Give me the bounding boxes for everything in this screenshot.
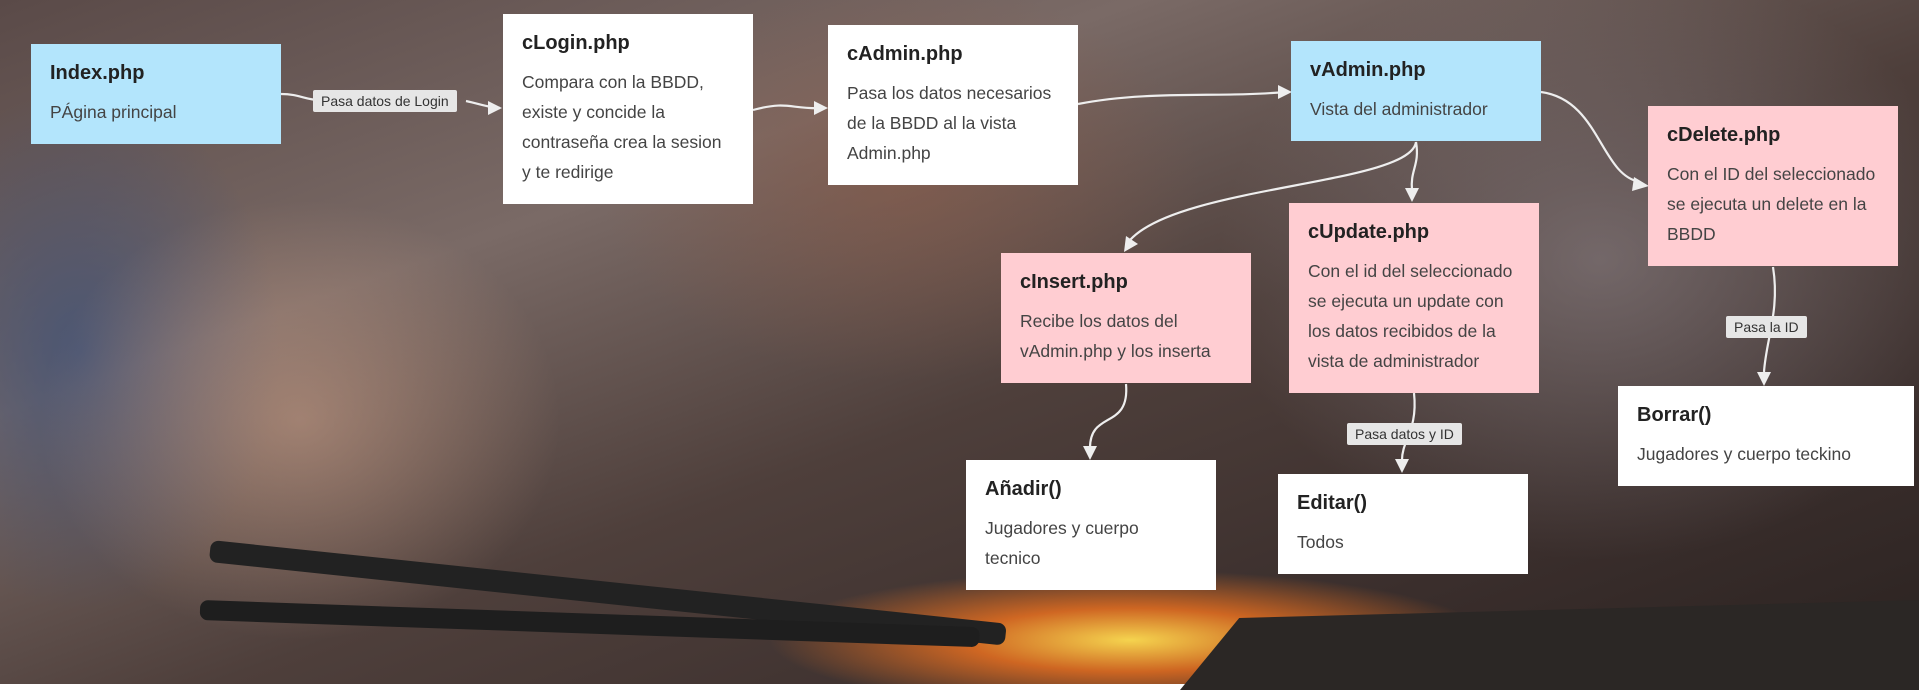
edge-label-cupdate-editar: Pasa datos y ID bbox=[1347, 423, 1462, 445]
node-borrar[interactable]: Borrar() Jugadores y cuerpo teckino bbox=[1618, 386, 1914, 486]
node-text: PÁgina principal bbox=[50, 102, 177, 122]
node-text: Jugadores y cuerpo teckino bbox=[1637, 444, 1852, 464]
arrowhead-cinsert bbox=[1124, 236, 1138, 252]
node-text: Con el id del seleccionado se ejecuta un… bbox=[1308, 261, 1513, 371]
node-cupdate[interactable]: cUpdate.php Con el id del seleccionado s… bbox=[1289, 203, 1539, 393]
node-title: vAdmin.php bbox=[1310, 59, 1426, 81]
edge-cinsert-anadir bbox=[1088, 383, 1128, 449]
edge-label-cdelete-borrar: Pasa la ID bbox=[1726, 316, 1807, 338]
arrowhead-clogin bbox=[488, 101, 502, 115]
node-text: Con el ID del seleccionado se ejecuta un… bbox=[1667, 164, 1876, 244]
node-cinsert[interactable]: cInsert.php Recibe los datos del vAdmin.… bbox=[1001, 253, 1251, 383]
node-editar[interactable]: Editar() Todos bbox=[1278, 474, 1528, 574]
edge-cadmin-vadmin bbox=[1077, 90, 1286, 106]
node-anadir[interactable]: Añadir() Jugadores y cuerpo tecnico bbox=[966, 460, 1216, 590]
arrowhead-cupdate bbox=[1405, 188, 1419, 202]
arrowhead-borrar bbox=[1757, 372, 1771, 386]
node-title: cLogin.php bbox=[522, 32, 630, 54]
node-cadmin[interactable]: cAdmin.php Pasa los datos necesarios de … bbox=[828, 25, 1078, 185]
edge-vadmin-cdelete bbox=[1540, 90, 1641, 184]
node-title: cDelete.php bbox=[1667, 124, 1781, 146]
node-text: Todos bbox=[1297, 532, 1344, 552]
node-vadmin[interactable]: vAdmin.php Vista del administrador bbox=[1291, 41, 1541, 141]
arrowhead-cdelete bbox=[1632, 177, 1649, 191]
edge-vadmin-cupdate bbox=[1410, 141, 1418, 191]
node-title: Borrar() bbox=[1637, 404, 1712, 426]
node-text: Jugadores y cuerpo tecnico bbox=[985, 518, 1139, 568]
arrowhead-vadmin bbox=[1278, 85, 1292, 99]
edge-vadmin-cinsert bbox=[1129, 141, 1418, 241]
node-cdelete[interactable]: cDelete.php Con el ID del seleccionado s… bbox=[1648, 106, 1898, 266]
edge-label-index-clogin: Pasa datos de Login bbox=[313, 90, 457, 112]
node-text: Recibe los datos del vAdmin.php y los in… bbox=[1020, 311, 1211, 361]
node-text: Pasa los datos necesarios de la BBDD al … bbox=[847, 83, 1052, 163]
node-index[interactable]: Index.php PÁgina principal bbox=[31, 44, 281, 144]
node-title: Añadir() bbox=[985, 478, 1062, 500]
node-title: Editar() bbox=[1297, 492, 1367, 514]
node-title: cInsert.php bbox=[1020, 271, 1128, 293]
arrowhead-editar bbox=[1395, 459, 1409, 473]
node-title: cAdmin.php bbox=[847, 43, 963, 65]
arrowhead-anadir bbox=[1083, 446, 1097, 460]
node-clogin[interactable]: cLogin.php Compara con la BBDD, existe y… bbox=[503, 14, 753, 204]
node-title: cUpdate.php bbox=[1308, 221, 1430, 243]
node-text: Vista del administrador bbox=[1310, 99, 1488, 119]
node-text: Compara con la BBDD, existe y concide la… bbox=[522, 72, 722, 182]
arrowhead-cadmin bbox=[814, 101, 828, 115]
node-title: Index.php bbox=[50, 62, 145, 84]
